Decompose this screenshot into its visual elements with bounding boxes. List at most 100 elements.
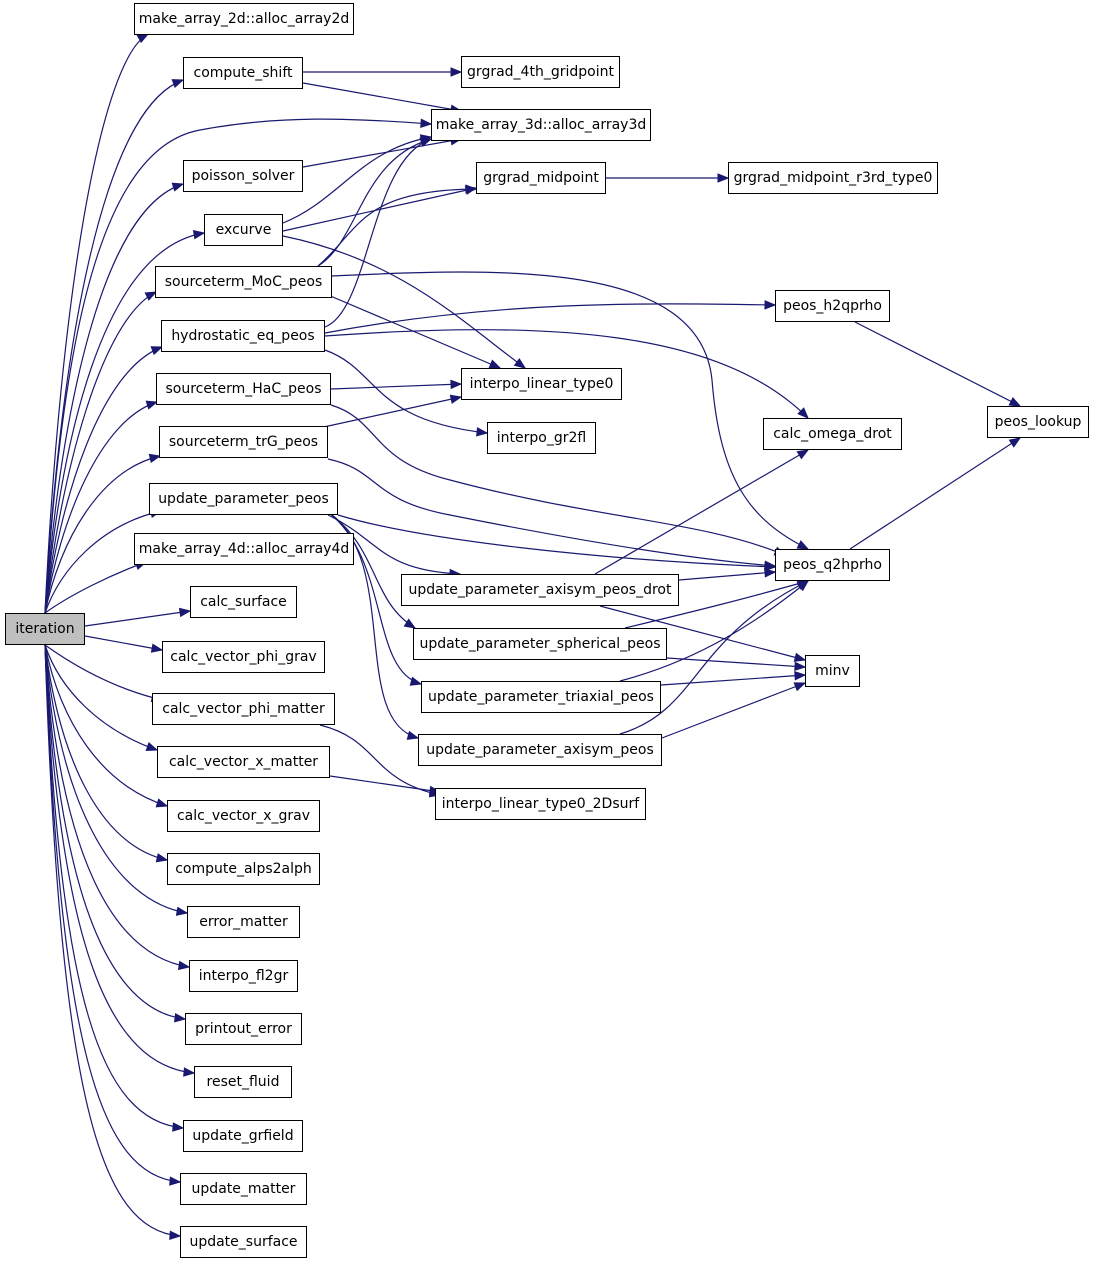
node-peos-q2hprho[interactable]: peos_q2hprho: [775, 549, 890, 581]
edge-iteration-to-printout: [44, 644, 187, 1023]
node-update-parameter-axisym-peos[interactable]: update_parameter_axisym_peos: [418, 734, 662, 766]
edge-arrowhead: [796, 449, 810, 460]
edge-iteration-to-poisson: [44, 182, 185, 614]
edge-calc_vxm-to-interp_2d: [329, 775, 442, 796]
node-sourceterm-trg-peos[interactable]: sourceterm_trG_peos: [159, 426, 328, 458]
node-reset-fluid[interactable]: reset_fluid: [194, 1066, 292, 1098]
node-peos-h2qprho[interactable]: peos_h2qprho: [775, 290, 890, 322]
edge-arrowhead: [797, 407, 809, 419]
edge-upd_axi-to-peos_q2h: [619, 580, 810, 735]
edge-line: [329, 775, 441, 793]
node-excurve[interactable]: excurve: [204, 214, 283, 246]
node-update-parameter-spherical-peos[interactable]: update_parameter_spherical_peos: [413, 628, 667, 660]
node-compute-shift[interactable]: compute_shift: [183, 57, 303, 89]
node-make-array-4d-alloc-array4d[interactable]: make_array_4d::alloc_array4d: [134, 533, 354, 565]
edge-iteration-to-upd_surface: [44, 644, 182, 1240]
node-calc-vector-phi-matter[interactable]: calc_vector_phi_matter: [152, 693, 335, 725]
edge-arrowhead: [183, 1067, 196, 1077]
edge-line: [44, 183, 184, 614]
edge-arrowhead: [794, 661, 807, 672]
edge-iteration-to-src_moc: [44, 291, 158, 614]
node-grgrad-midpoint[interactable]: grgrad_midpoint: [476, 162, 606, 194]
node-peos-lookup[interactable]: peos_lookup: [987, 406, 1089, 438]
node-error-matter[interactable]: error_matter: [187, 906, 300, 938]
edge-arrowhead: [175, 906, 189, 916]
edge-line: [309, 396, 462, 431]
node-compute-alps2alph[interactable]: compute_alps2alph: [167, 853, 320, 885]
edge-upd_tri-to-minv: [660, 671, 807, 686]
edge-arrowhead: [177, 960, 191, 971]
edge-line: [327, 458, 776, 567]
edge-line: [330, 383, 462, 390]
node-sourceterm-hac-peos[interactable]: sourceterm_HaC_peos: [156, 373, 331, 405]
node-hydrostatic-eq-peos[interactable]: hydrostatic_eq_peos: [161, 320, 325, 352]
edge-upd_axi-to-minv: [661, 682, 807, 739]
edge-arrowhead: [155, 853, 169, 863]
node-grgrad-4th-gridpoint[interactable]: grgrad_4th_gridpoint: [461, 56, 620, 88]
edge-line: [302, 82, 462, 112]
edge-line: [44, 33, 149, 614]
edge-arrowhead: [406, 730, 420, 740]
node-make-array-2d-alloc-array2d[interactable]: make_array_2d::alloc_array2d: [134, 3, 354, 35]
node-update-surface[interactable]: update_surface: [180, 1226, 307, 1258]
edge-line: [44, 644, 195, 1074]
node-interpo-linear-type0[interactable]: interpo_linear_type0: [461, 368, 622, 400]
edge-line: [44, 644, 186, 1020]
edge-iteration-to-calc_vxg: [44, 644, 169, 808]
node-calc-vector-x-matter[interactable]: calc_vector_x_matter: [157, 746, 330, 778]
node-update-parameter-axisym-peos-drot[interactable]: update_parameter_axisym_peos_drot: [401, 574, 679, 606]
edge-arrowhead: [192, 230, 206, 240]
node-calc-vector-x-grav[interactable]: calc_vector_x_grav: [167, 800, 320, 832]
node-sourceterm-moc-peos[interactable]: sourceterm_MoC_peos: [155, 266, 332, 298]
node-calc-omega-drot[interactable]: calc_omega_drot: [763, 418, 902, 450]
edge-iteration-to-calc_vxm: [44, 644, 159, 751]
edge-excurve-to-interp_lin: [282, 235, 527, 369]
edge-line: [282, 187, 477, 232]
edge-line: [44, 644, 190, 968]
edge-line: [324, 329, 809, 419]
edge-line: [44, 232, 205, 614]
edge-line: [619, 580, 809, 682]
node-calc-surface[interactable]: calc_surface: [190, 586, 297, 618]
edge-line: [44, 561, 147, 614]
node-poisson-solver[interactable]: poisson_solver: [183, 160, 303, 192]
edge-iteration-to-src_hac: [44, 400, 159, 614]
edge-arrowhead: [764, 561, 777, 572]
edge-line: [854, 321, 1021, 407]
edge-line: [660, 674, 806, 686]
edge-arrowhead: [488, 359, 502, 369]
edge-arrowhead: [793, 682, 807, 692]
node-update-grfield[interactable]: update_grfield: [183, 1120, 303, 1152]
edge-src_moc-to-grgrad_mid: [317, 184, 478, 267]
edge-line: [44, 644, 181, 1237]
node-printout-error[interactable]: printout_error: [185, 1013, 302, 1045]
edge-iteration-to-alloc4d: [44, 561, 148, 614]
node-update-parameter-peos[interactable]: update_parameter_peos: [149, 483, 338, 515]
node-minv[interactable]: minv: [805, 655, 860, 687]
edge-line: [324, 349, 488, 434]
node-interpo-fl2gr[interactable]: interpo_fl2gr: [189, 960, 298, 992]
edge-arrowhead: [169, 1176, 182, 1186]
edge-line: [44, 510, 162, 614]
edge-line: [330, 404, 786, 556]
node-interpo-linear-type0-2dsurf[interactable]: interpo_linear_type0_2Dsurf: [435, 788, 646, 820]
edge-arrowhead: [420, 118, 433, 128]
node-update-matter[interactable]: update_matter: [180, 1173, 307, 1205]
node-make-array-3d-alloc-array3d[interactable]: make_array_3d::alloc_array3d: [431, 109, 651, 141]
edge-iteration-to-err: [44, 644, 189, 916]
edge-upd_axi_drot-to-minv: [599, 605, 807, 662]
edge-iteration-to-upd_grfield: [44, 644, 185, 1132]
edge-arrowhead: [513, 357, 527, 369]
node-update-parameter-triaxial-peos[interactable]: update_parameter_triaxial_peos: [421, 681, 661, 713]
edge-line: [619, 580, 809, 735]
edge-arrowhead: [403, 618, 417, 629]
node-calc-vector-phi-grav[interactable]: calc_vector_phi_grav: [162, 641, 325, 673]
edge-iteration-to-calc_surface: [84, 607, 192, 627]
edge-line: [84, 635, 163, 651]
edge-arrowhead: [796, 580, 810, 590]
node-interpo-gr2fl[interactable]: interpo_gr2fl: [487, 422, 596, 454]
edge-line: [594, 449, 809, 575]
node-grgrad-midpoint-r3rd-type0[interactable]: grgrad_midpoint_r3rd_type0: [728, 162, 938, 194]
node-iteration: iteration: [5, 613, 85, 645]
